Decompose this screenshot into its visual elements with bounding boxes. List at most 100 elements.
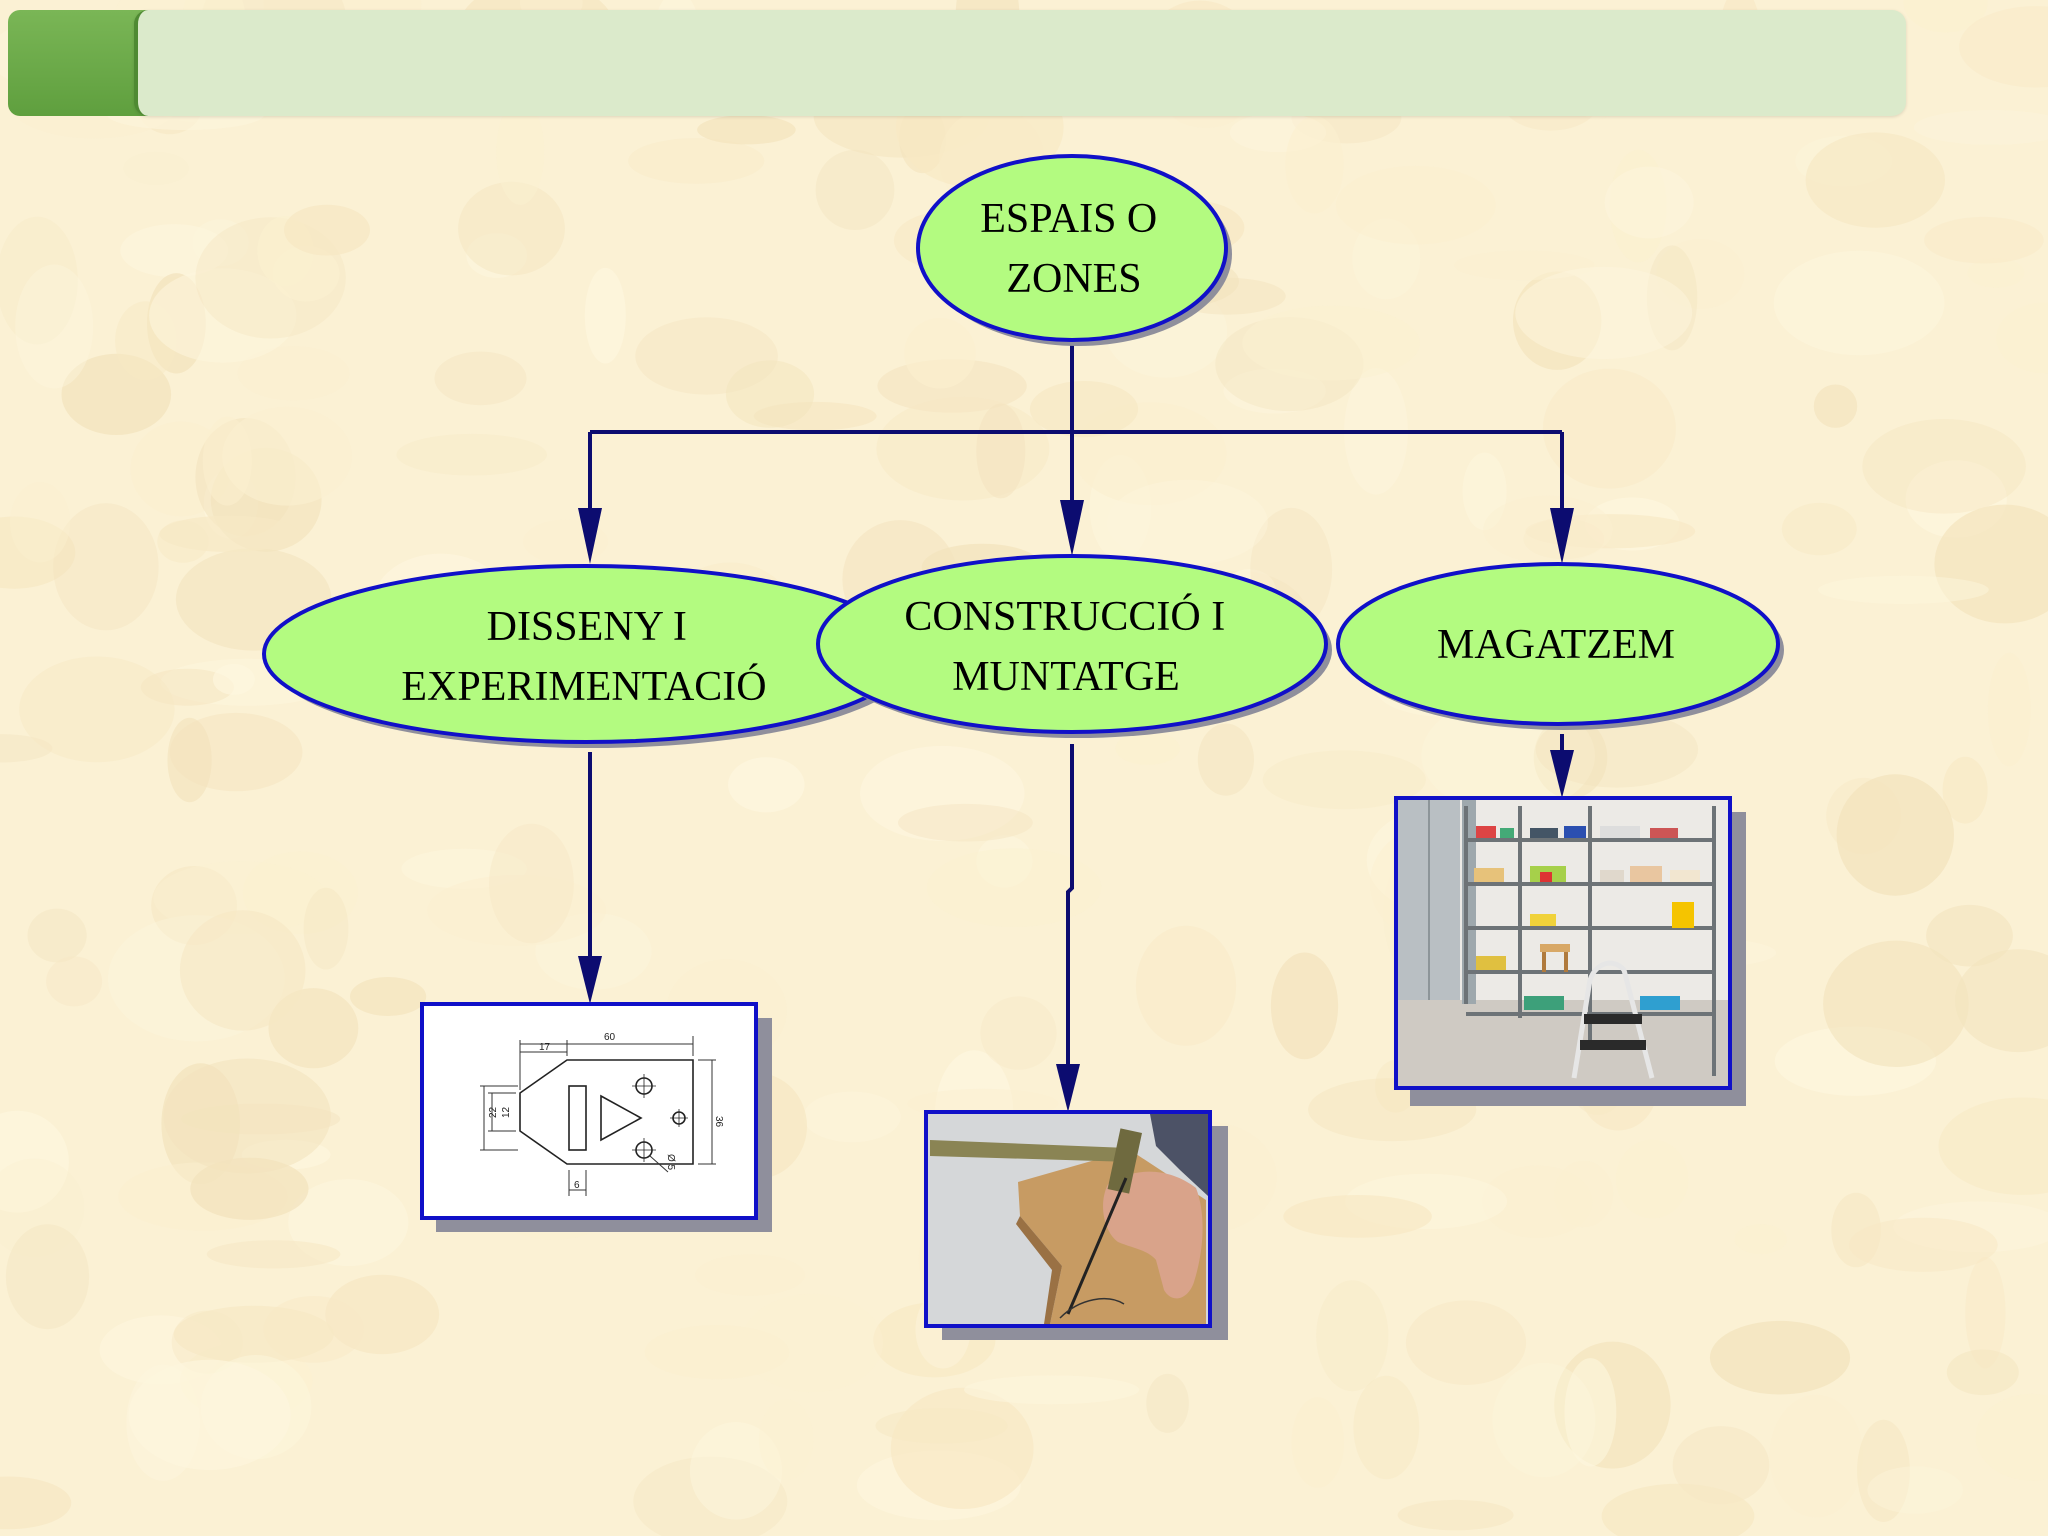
texture-blot <box>697 115 796 145</box>
texture-blot <box>1535 711 1699 788</box>
texture-blot <box>173 1305 334 1363</box>
texture-blot <box>19 656 175 763</box>
texture-blot <box>0 1476 72 1530</box>
texture-blot <box>1604 166 1694 239</box>
texture-blot <box>1029 381 1139 438</box>
texture-blot <box>396 433 547 476</box>
texture-blot <box>1924 216 2044 264</box>
texture-blot <box>1270 952 1339 1060</box>
texture-blot <box>1135 925 1237 1046</box>
texture-blot <box>242 851 358 935</box>
arrow-head-sawing <box>1056 1064 1080 1112</box>
storage-items <box>1474 826 1700 1010</box>
texture-blot <box>1862 419 2026 514</box>
texture-blot <box>163 1058 331 1174</box>
texture-blot <box>434 351 527 406</box>
svg-text:MAGATZEM: MAGATZEM <box>1437 622 1675 668</box>
sawing-handle <box>1107 1128 1142 1194</box>
texture-blot <box>964 1375 1140 1405</box>
texture-blot <box>803 1091 901 1143</box>
texture-blot <box>15 264 94 389</box>
texture-blot <box>1942 756 1988 824</box>
texture-blot <box>725 360 815 428</box>
texture-blot <box>458 181 565 276</box>
texture-blot <box>192 219 249 267</box>
texture-blot <box>1975 1393 2048 1481</box>
texture-blot <box>1967 258 2025 288</box>
technical-drawing-image: 60 17 22 12 36 Ø 5 6 <box>420 1002 772 1232</box>
node-root-line-2: ZONES <box>1006 256 1141 302</box>
drawing-part-outline <box>519 1059 694 1165</box>
node-magatzem: MAGATZEM <box>1336 562 1784 730</box>
texture-blot <box>1913 110 2048 145</box>
texture-blot <box>1283 1195 1432 1238</box>
texture-blot <box>1781 502 1857 556</box>
texture-blot <box>61 353 172 435</box>
texture-blot <box>1405 1300 1527 1385</box>
texture-blot <box>350 977 427 1016</box>
texture-blot <box>741 1293 883 1393</box>
storage-shelves-photo <box>1394 796 1746 1106</box>
drawing-dimension-lines <box>480 1036 716 1196</box>
texture-blot <box>1482 1165 1593 1239</box>
texture-blot <box>1934 504 2048 624</box>
texture-blot <box>1773 250 1945 356</box>
drawing-label-diameter: Ø 5 <box>665 1154 676 1171</box>
texture-blot <box>1903 0 1988 33</box>
drawing-label-36: 36 <box>713 1116 724 1128</box>
texture-blot <box>689 1422 783 1520</box>
arrow-head-storage <box>1550 750 1574 798</box>
texture-blot <box>1987 652 2031 767</box>
texture-blot <box>1848 1217 1998 1272</box>
texture-blot <box>9 482 71 563</box>
texture-blot <box>1462 452 1507 531</box>
texture-blot <box>1955 949 2048 1053</box>
texture-blot <box>695 1254 806 1296</box>
texture-blot <box>898 803 1033 842</box>
texture-blot <box>46 956 103 1007</box>
drawing-label-17: 17 <box>539 1042 551 1053</box>
texture-blot <box>1946 1349 2019 1396</box>
texture-blot <box>489 823 574 944</box>
texture-blot <box>123 151 189 185</box>
texture-blot <box>325 1274 440 1355</box>
texture-blot <box>875 1408 1008 1444</box>
texture-blot <box>222 406 352 506</box>
storage-shelf-unit <box>1464 806 1716 1076</box>
texture-blot <box>1857 1419 1910 1522</box>
header-bar <box>8 10 1906 116</box>
arrow-head-construccio <box>1060 500 1084 556</box>
node-construccio-line-2: MUNTATGE <box>952 654 1180 700</box>
texture-blot <box>1616 1139 1689 1219</box>
texture-blot <box>284 204 370 256</box>
node-disseny-line-1: DISSENY I <box>487 604 687 650</box>
drawing-label-60: 60 <box>604 1032 616 1043</box>
drawing-label-12: 12 <box>501 1106 512 1118</box>
texture-blot <box>1291 1397 1345 1488</box>
texture-blot <box>644 1325 790 1380</box>
node-root-ellipse <box>916 154 1228 342</box>
texture-blot <box>190 1157 309 1220</box>
texture-blot <box>1867 1466 1963 1514</box>
texture-blot <box>0 516 76 589</box>
texture-blot <box>1965 1257 2006 1369</box>
texture-blot <box>0 216 78 345</box>
sawing-blade <box>1066 1177 1128 1315</box>
texture-blot <box>0 1158 85 1257</box>
node-magatzem-line-1: MAGATZEM <box>1437 622 1675 668</box>
node-construccio-line-1: CONSTRUCCIÓ I <box>904 593 1225 640</box>
texture-blot <box>159 515 300 552</box>
svg-text:DISSENY I EXPERIMENTAC: DISSENY I EXPERIMENTACIÓ <box>401 604 766 710</box>
texture-blot <box>1115 731 1180 765</box>
texture-blot <box>1215 317 1364 412</box>
texture-blot <box>1223 368 1326 414</box>
node-root-line-1: ESPAIS O <box>980 196 1157 242</box>
texture-blot <box>140 668 234 706</box>
texture-blot <box>1601 1483 1755 1536</box>
texture-blot <box>1672 1426 1770 1505</box>
texture-blot <box>1515 266 1693 360</box>
node-root: ESPAIS O ZONES <box>916 154 1232 346</box>
sawing-sleeve <box>1150 1114 1208 1196</box>
drawing-frame <box>420 1002 758 1220</box>
